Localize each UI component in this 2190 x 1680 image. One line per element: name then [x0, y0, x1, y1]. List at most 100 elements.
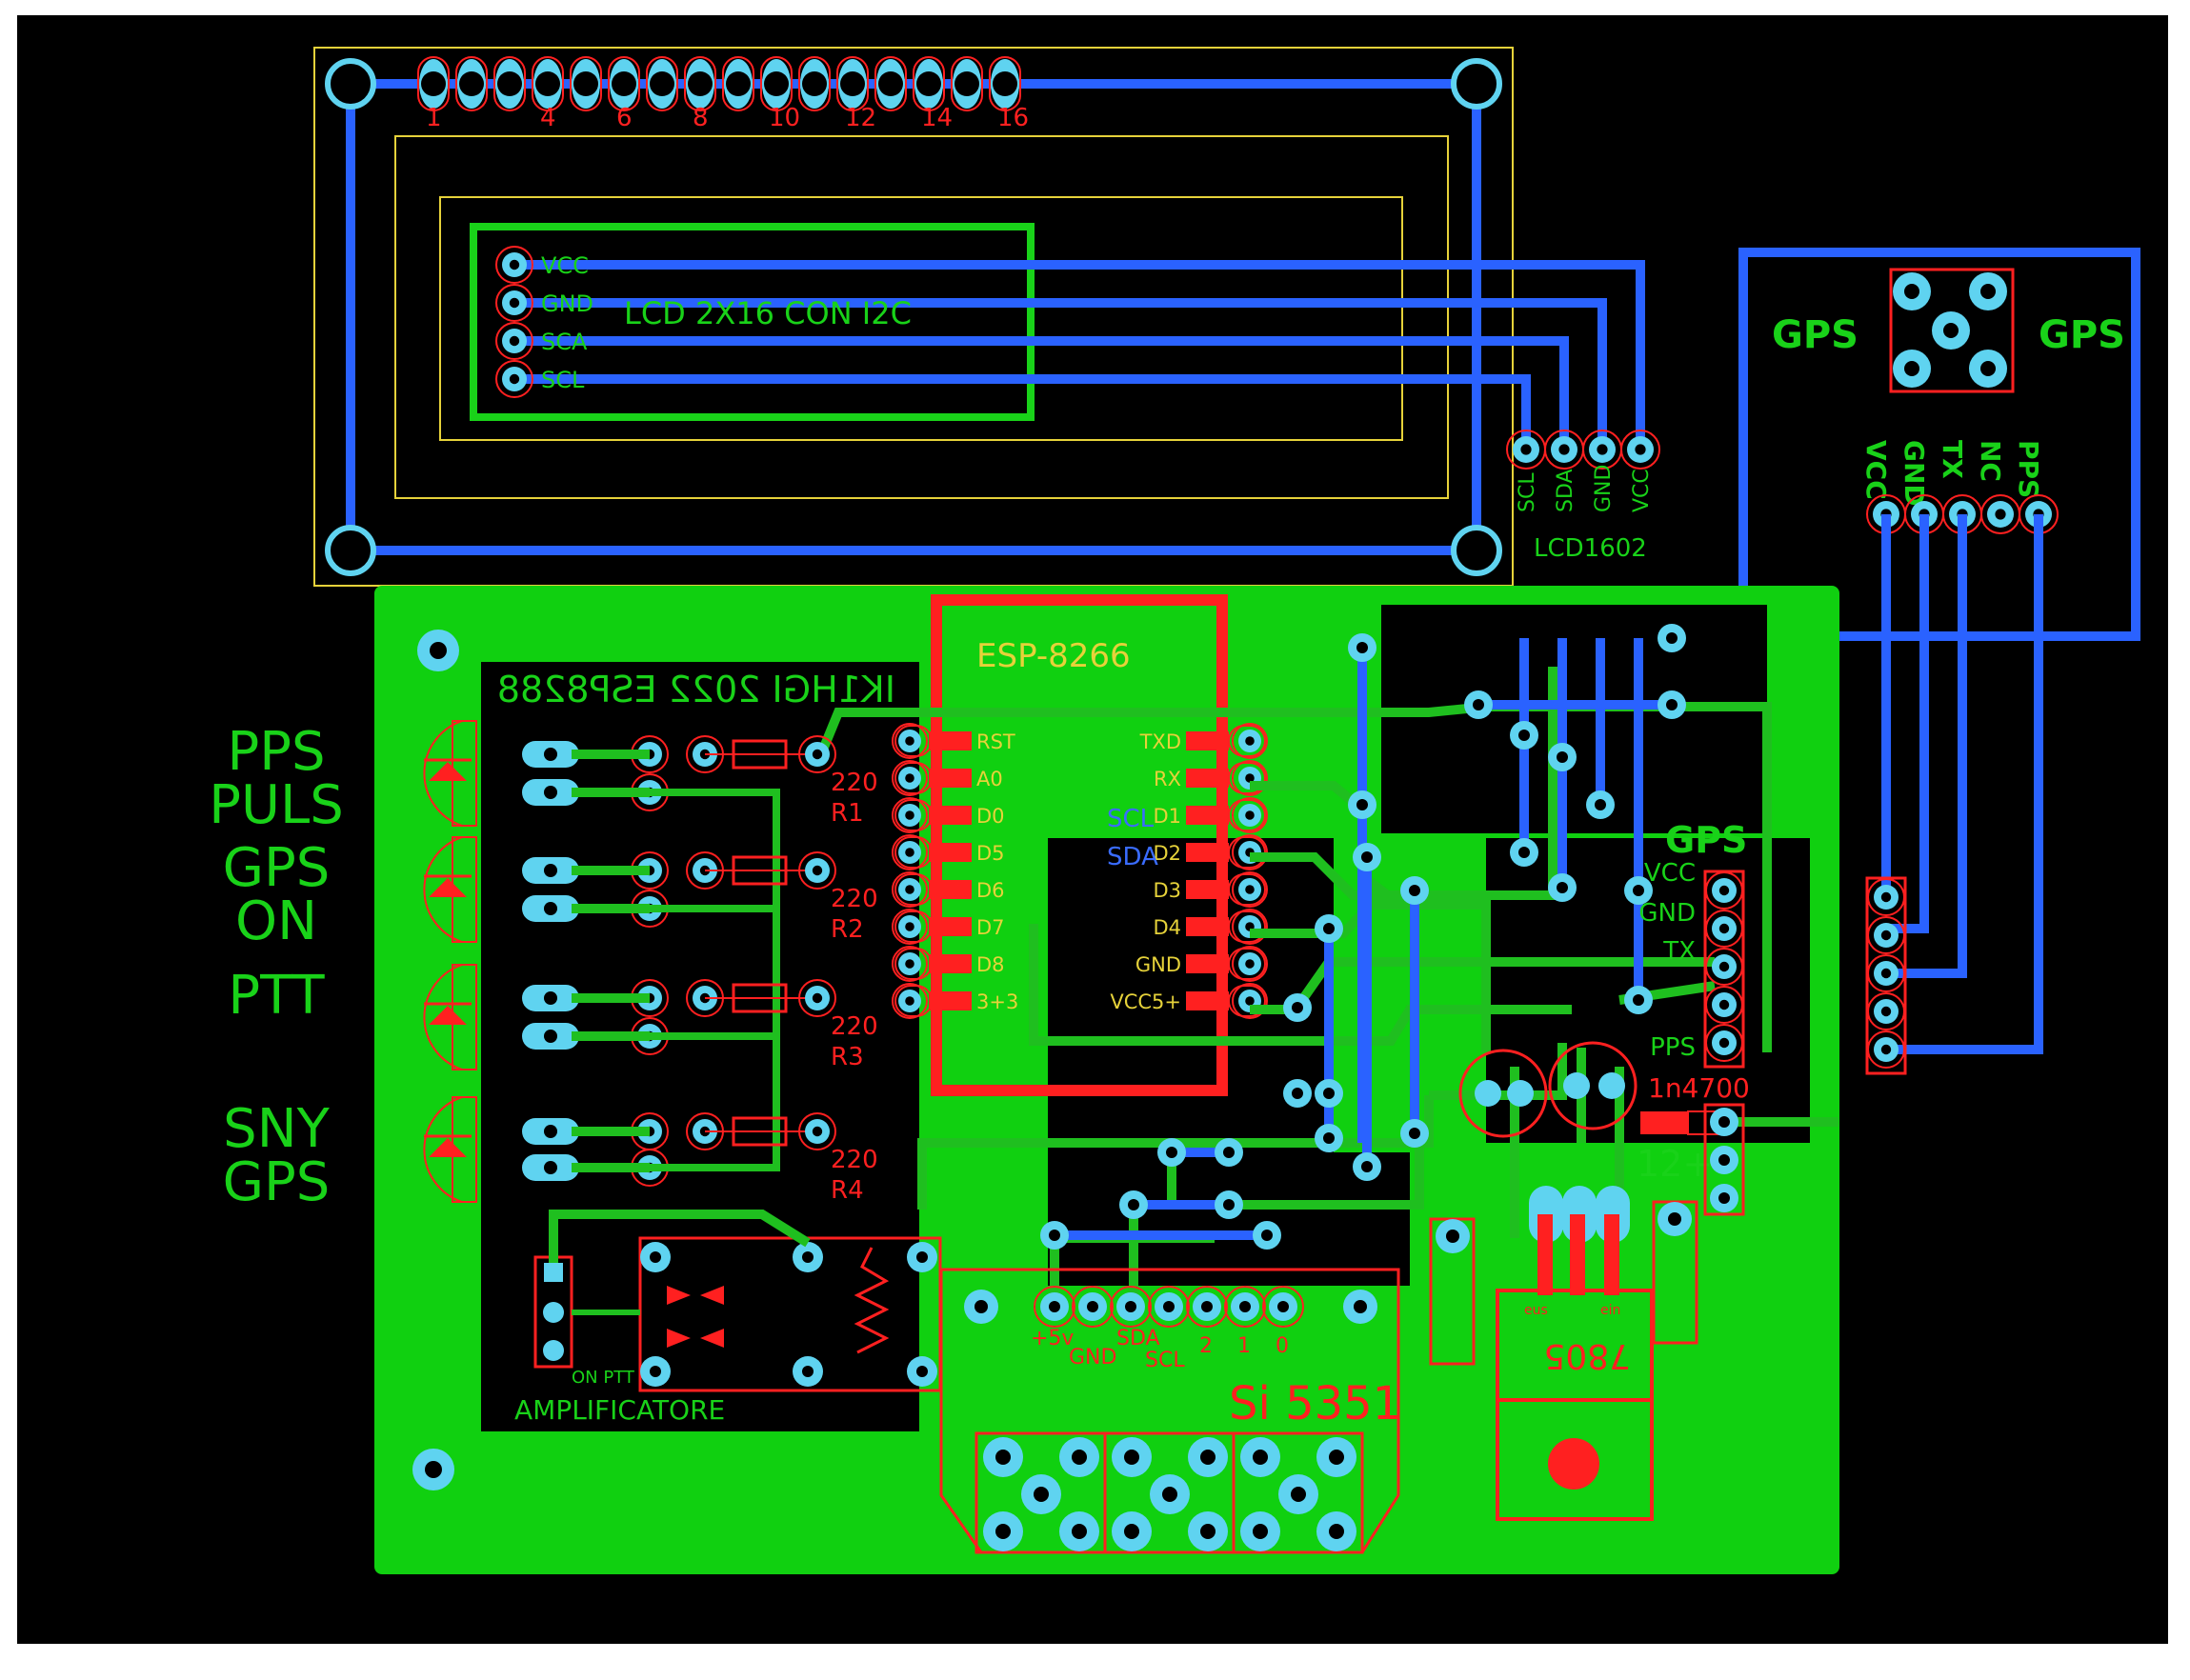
regulator-out: eus — [1524, 1303, 1548, 1318]
sma-pad-hole — [1072, 1524, 1087, 1539]
esp-left-pin-pad-hole — [905, 959, 914, 969]
led-pad-hole — [544, 1161, 557, 1174]
esp-left-pin-pad-ring — [892, 983, 928, 1019]
via-hole — [1633, 994, 1644, 1006]
lcd-header-pad-hole — [1520, 444, 1532, 455]
si5351-pin-pad-hole — [1277, 1301, 1289, 1312]
led-label-line2: ON — [235, 890, 317, 952]
esp-right-pin-lead — [1186, 806, 1229, 825]
esp-right-pin-pad-hole — [1245, 736, 1255, 746]
led-symbol — [429, 878, 467, 897]
via-hole — [1261, 1230, 1273, 1241]
lcd-header-pad-hole — [1597, 444, 1608, 455]
lcd-pin-pad-hole — [993, 71, 1017, 96]
resistor-pad-hole — [812, 992, 823, 1004]
esp-right-pin-label: D3 — [1153, 879, 1181, 902]
lcd-i2c-label: VCC — [541, 252, 589, 279]
resistor-name: R2 — [831, 915, 864, 944]
sma-pad-hole — [1253, 1524, 1268, 1539]
lcd-pin-pad-hole — [916, 71, 941, 96]
lcd-pin-pad-hole — [535, 71, 560, 96]
sma-pad-hole — [1329, 1524, 1344, 1539]
esp-left-pin-pad-hole — [905, 996, 914, 1006]
led-label-line1: PTT — [228, 965, 325, 1027]
si5351-pin-pad-hole — [1163, 1301, 1175, 1312]
lcd-header-pad-hole — [1635, 444, 1646, 455]
sma-pad-hole — [1072, 1450, 1087, 1465]
gps-header-pin-hole — [1718, 923, 1730, 934]
lcd-pin-outline — [532, 56, 564, 111]
sma-pad-hole — [1124, 1524, 1139, 1539]
via-hole — [1518, 730, 1530, 741]
si5351-pin-label: SDA — [1116, 1327, 1160, 1350]
led-symbol — [429, 1006, 467, 1025]
via-hole — [1323, 1088, 1335, 1099]
lcd-pin-outline — [646, 56, 678, 111]
esp-right-pin-pad-hole — [1245, 810, 1255, 820]
led-label-line1: GPS — [223, 837, 331, 899]
esp-right-pin-lead — [1186, 991, 1229, 1010]
sma-pad-hole — [1329, 1450, 1344, 1465]
esp-left-pin-lead — [929, 769, 972, 788]
lcd-pin-outline — [836, 56, 869, 111]
esp-left-pin-pad-ring — [892, 760, 928, 796]
esp-left-pin-lead — [929, 806, 972, 825]
esp-right-pin-lead — [1186, 731, 1229, 750]
via-hole — [1356, 642, 1368, 653]
via-hole — [1166, 1147, 1177, 1158]
lcd-pin-pad-hole — [726, 71, 751, 96]
esp-left-pin-lead — [929, 954, 972, 973]
lcd-header-label: SDA — [1554, 469, 1577, 512]
via-hole — [1292, 1088, 1303, 1099]
gps-cable-pad-ring — [1867, 954, 1905, 992]
resistor-value: 220 — [831, 769, 878, 797]
esp-right-pin-lead — [1186, 843, 1229, 862]
gps-header-label: TX — [1662, 937, 1696, 966]
via-hole — [1518, 847, 1530, 858]
esp-left-pin-pad-hole — [905, 773, 914, 783]
esp-left-pin-pad-ring — [892, 723, 928, 759]
esp-right-pin-label: D1 — [1153, 805, 1181, 828]
gps-header-pin-hole — [1718, 999, 1730, 1010]
via-hole — [1633, 885, 1644, 896]
regulator-label: 7805 — [1543, 1336, 1631, 1375]
si5351-pin-pad-hole — [1125, 1301, 1136, 1312]
esp-left-pin-pad-ring — [892, 946, 928, 982]
esp-left-pin-label: D0 — [976, 805, 1005, 828]
lcd-i2c-label: SCA — [541, 329, 588, 355]
gps-header-pin-hole — [1718, 885, 1730, 896]
led-label-line2: GPS — [223, 1151, 331, 1213]
lcd-pin-outline — [874, 56, 907, 111]
lcd-pin-pad-hole — [954, 71, 979, 96]
esp-left-pin-pad-ring — [892, 871, 928, 908]
si5351-pin-pad-ring — [1034, 1286, 1075, 1328]
via-hole — [1666, 632, 1678, 644]
lcd-i2c-pad-hole — [509, 259, 520, 270]
si5351-pin-label: +5v — [1031, 1327, 1074, 1350]
via-hole — [1666, 699, 1678, 710]
led-ground-trace — [650, 1032, 780, 1167]
gps-module-pin-label: PPS — [2013, 440, 2044, 498]
lcd-pin-outline — [570, 56, 602, 111]
lcd-pin-outline — [417, 56, 450, 111]
resistor-value: 220 — [831, 1012, 878, 1041]
esp-left-pin-label: 3+3 — [976, 990, 1018, 1013]
lcd-header-pad-hole — [1558, 444, 1570, 455]
si5351-pin-pad-ring — [1224, 1286, 1266, 1328]
esp-right-pin-label: D4 — [1153, 916, 1181, 939]
gps-header-pin-ring — [1705, 948, 1743, 986]
esp-left-pin-pad-hole — [905, 848, 914, 857]
lcd-pin-pad-hole — [840, 71, 865, 96]
gps-module-pin-label: TX — [1937, 440, 1968, 479]
esp-right-pin-label: RX — [1154, 768, 1181, 790]
lcd-header-label: GND — [1592, 465, 1616, 512]
resistor-pad-ring — [798, 1112, 836, 1150]
lcd-pin-pad-hole — [688, 71, 713, 96]
esp-left-pin-label: A0 — [976, 768, 1003, 790]
gps-cable-pad-ring — [1867, 992, 1905, 1030]
lcd-pin-outline — [722, 56, 754, 111]
esp-right-pin-pad-hole — [1245, 773, 1255, 783]
gps-header-label: PPS — [1650, 1033, 1696, 1062]
